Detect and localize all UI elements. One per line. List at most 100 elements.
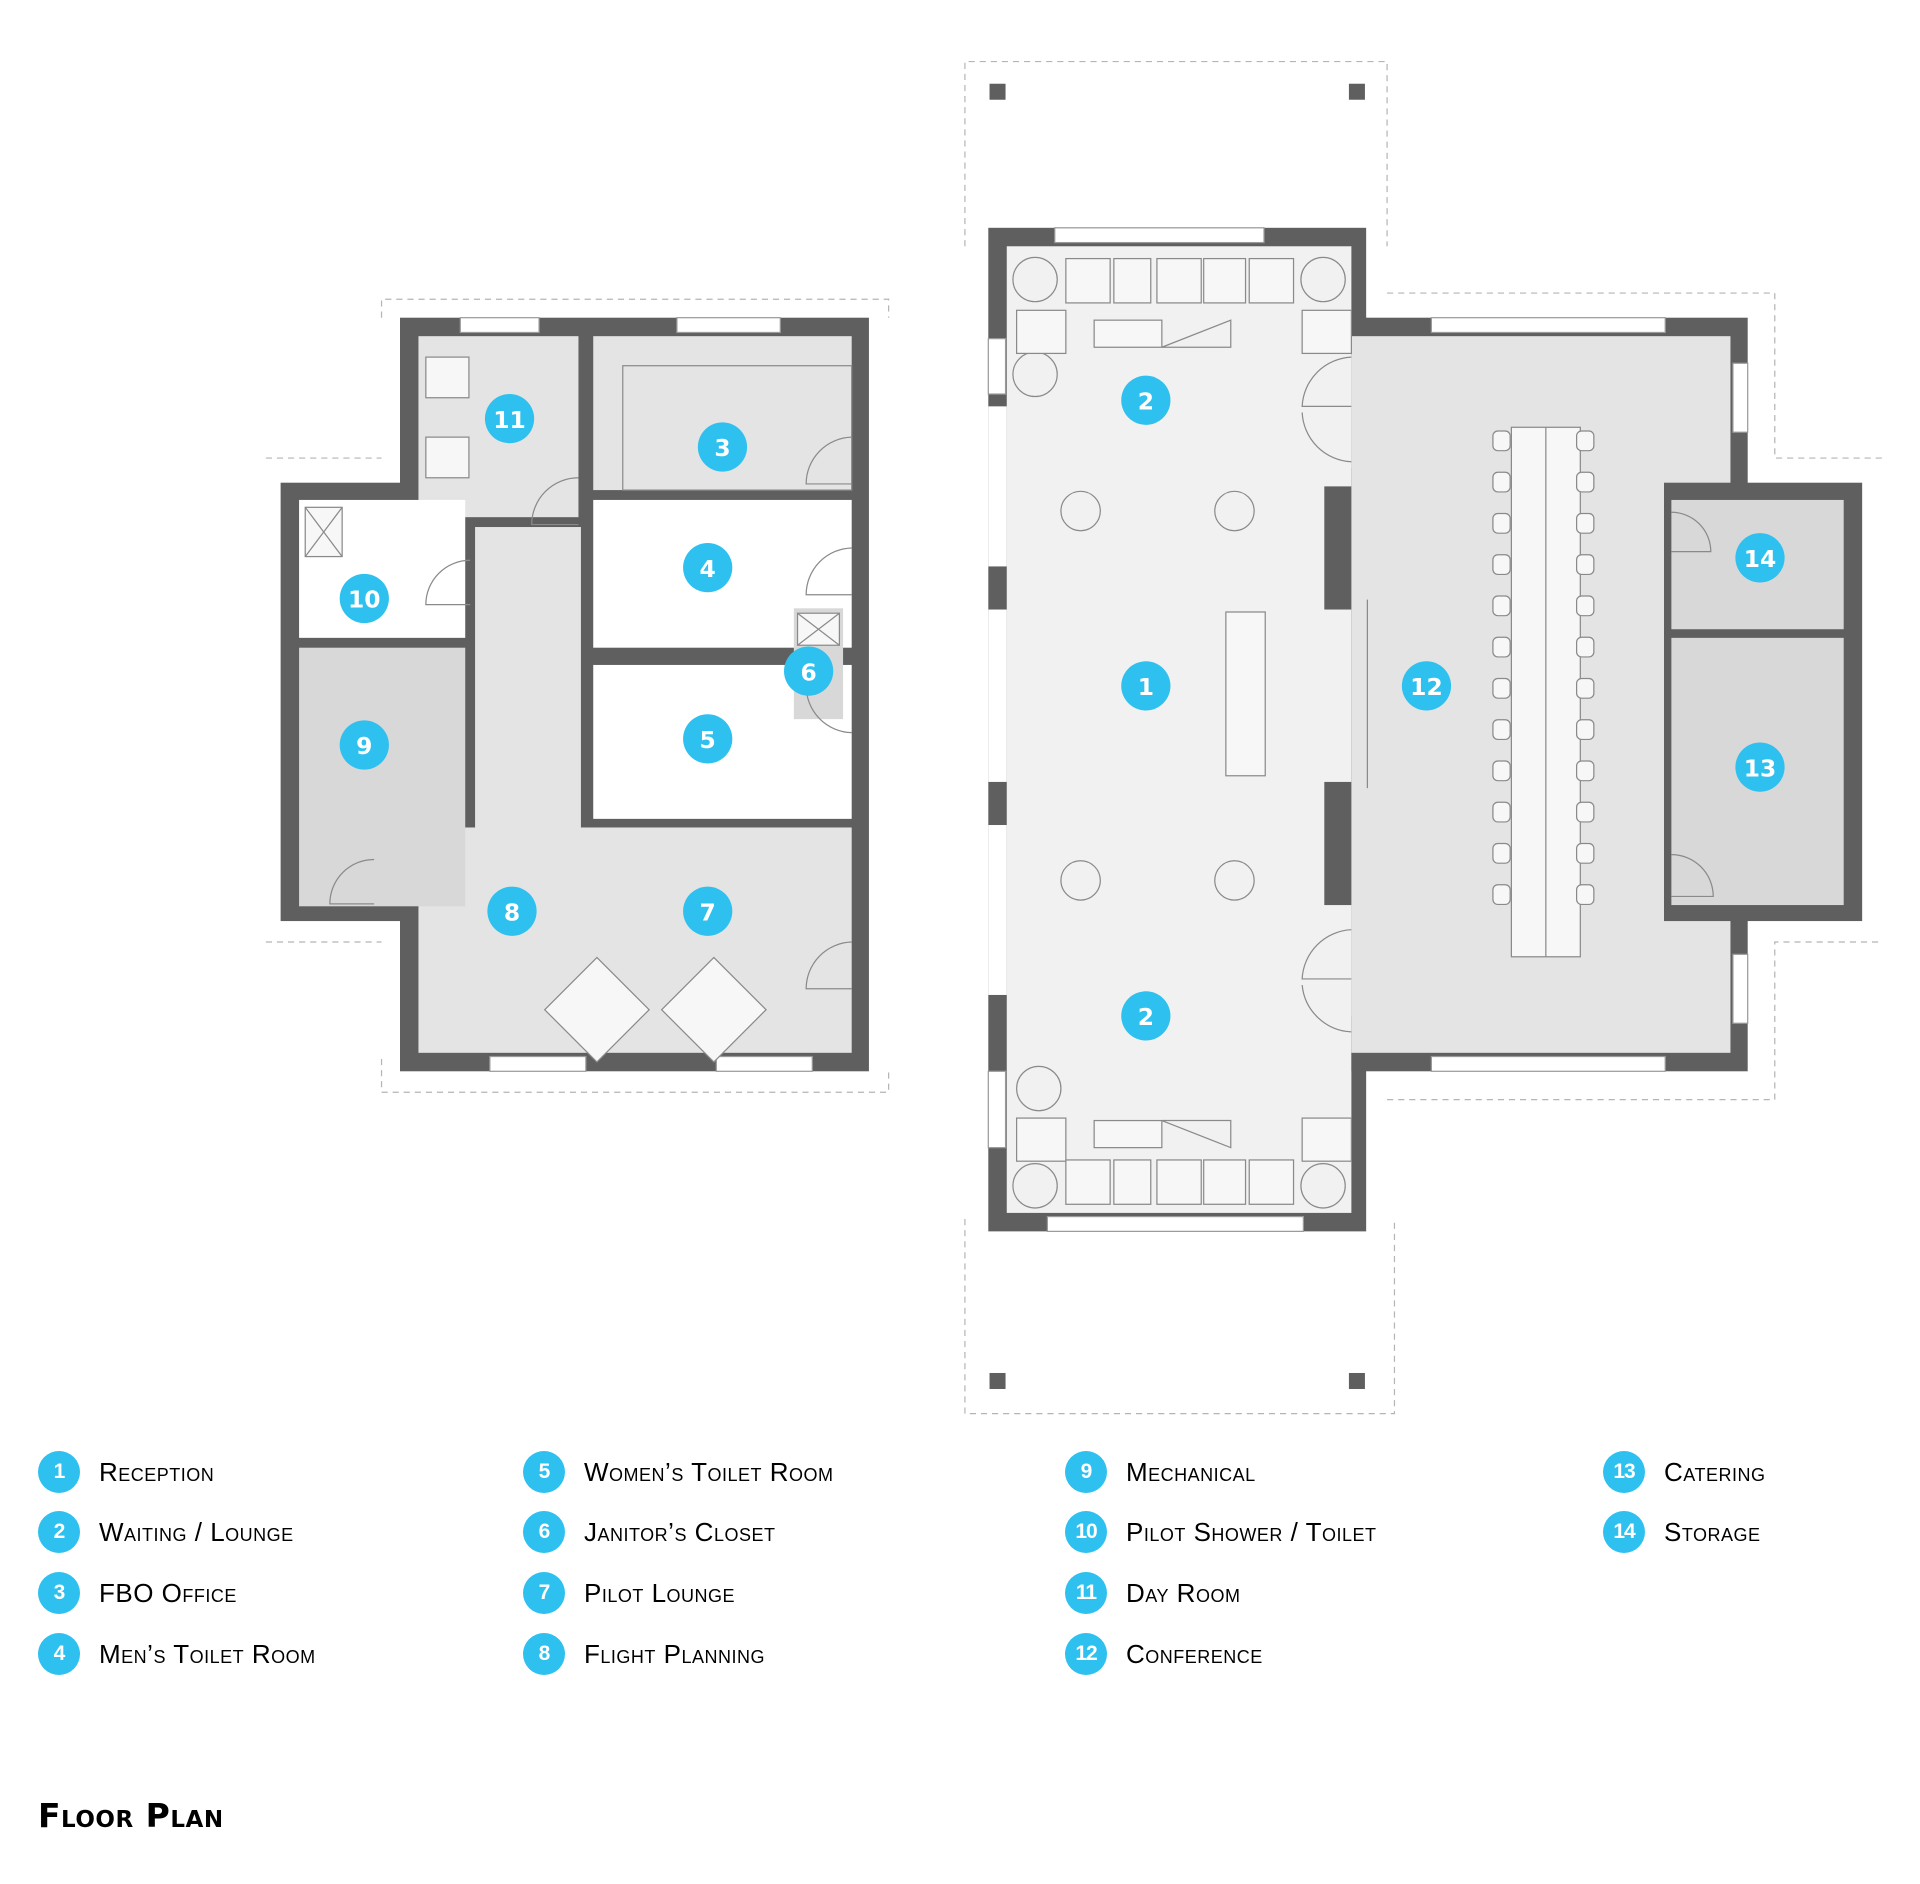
legend-number-badge: 2 — [38, 1511, 80, 1553]
room-badge-8: 8 — [487, 886, 537, 936]
legend-room-name: Waiting / Lounge — [99, 1516, 294, 1547]
legend-item: 2 Waiting / Lounge — [38, 1510, 294, 1554]
lounge-furniture — [543, 256, 1353, 1209]
room-badge-6: 6 — [784, 646, 834, 696]
conference-chair — [1576, 677, 1595, 699]
conference-chair — [1492, 677, 1511, 699]
conference-chair — [1576, 801, 1595, 823]
room-badge-2: 2 — [1121, 375, 1171, 425]
badge-circle — [683, 714, 733, 764]
legend-number-badge: 13 — [1603, 1451, 1645, 1493]
badge-number: 11 — [493, 406, 526, 434]
room-badge-1: 1 — [1121, 661, 1171, 711]
badge-circle — [697, 422, 748, 472]
room-badge-10: 10 — [339, 573, 389, 624]
conference-chair — [1492, 430, 1511, 452]
room-badge-11: 11 — [484, 394, 535, 444]
legend-room-name: Flight Planning — [584, 1638, 765, 1669]
conference-chair — [1576, 512, 1595, 534]
conference-chair — [1576, 595, 1595, 617]
conference-chair — [1576, 760, 1595, 782]
legend-item: 12 Conference — [1065, 1632, 1263, 1676]
legend-number-badge: 12 — [1065, 1633, 1107, 1675]
legend-number-badge: 6 — [523, 1511, 565, 1553]
legend-room-name: Reception — [99, 1456, 215, 1487]
conference-chair — [1576, 884, 1595, 906]
badge-circle — [784, 646, 834, 696]
badge-circle — [1121, 991, 1171, 1041]
badge-circle — [1401, 661, 1452, 711]
badge-number: 12 — [1410, 673, 1443, 701]
badge-circle — [683, 886, 733, 936]
legend-room-name: Storage — [1664, 1516, 1761, 1547]
legend-number-badge: 1 — [38, 1451, 80, 1493]
badge-number: 10 — [348, 586, 381, 614]
conference-chair — [1492, 595, 1511, 617]
legend-room-name: Women’s Toilet Room — [584, 1456, 834, 1487]
badge-circle — [683, 543, 733, 593]
badge-number: 3 — [714, 434, 730, 462]
legend-number-badge: 3 — [38, 1572, 80, 1614]
room-badge-14: 14 — [1735, 533, 1785, 583]
legend-number-badge: 4 — [38, 1633, 80, 1675]
legend-number-badge: 14 — [1603, 1511, 1645, 1553]
legend-number-badge: 7 — [523, 1572, 565, 1614]
legend-number-badge: 5 — [523, 1451, 565, 1493]
conference-chair — [1492, 719, 1511, 741]
drawing-title: Floor Plan — [38, 1796, 224, 1835]
badge-circle — [339, 720, 389, 770]
legend-room-name: FBO Office — [99, 1577, 237, 1608]
conference-chair — [1576, 636, 1595, 658]
conference-chair — [1576, 471, 1595, 493]
badge-number: 8 — [504, 898, 520, 926]
conference-chair — [1492, 554, 1511, 576]
badge-number: 14 — [1744, 545, 1777, 573]
conference-chair — [1492, 842, 1511, 864]
conference-chair — [1492, 636, 1511, 658]
room-badge-7: 7 — [683, 886, 733, 936]
room-badge-13: 13 — [1735, 742, 1785, 792]
badge-number: 4 — [700, 555, 716, 583]
badge-number: 13 — [1744, 754, 1777, 782]
left-wing — [280, 317, 869, 1072]
legend-item: 4 Men’s Toilet Room — [38, 1632, 316, 1676]
legend-room-name: Conference — [1126, 1638, 1263, 1669]
room-badge-3: 3 — [697, 422, 748, 472]
room-badge-5: 5 — [683, 714, 733, 764]
conference-chair — [1492, 801, 1511, 823]
legend-number-badge: 11 — [1065, 1572, 1107, 1614]
conference-chair — [1576, 842, 1595, 864]
legend-room-name: Pilot Lounge — [584, 1577, 736, 1608]
legend-room-name: Catering — [1664, 1456, 1766, 1487]
legend-item: 7 Pilot Lounge — [523, 1571, 735, 1615]
conference-chair — [1576, 554, 1595, 576]
legend-room-name: Men’s Toilet Room — [99, 1638, 316, 1669]
legend-number-badge: 10 — [1065, 1511, 1107, 1553]
room-badge-2: 2 — [1121, 991, 1171, 1041]
badge-circle — [1735, 533, 1785, 583]
legend-room-name: Day Room — [1126, 1577, 1241, 1608]
badge-circle — [339, 573, 389, 624]
conference-chair — [1492, 471, 1511, 493]
central-hall — [987, 227, 1367, 1232]
legend-item: 11 Day Room — [1065, 1571, 1240, 1615]
legend-room-name: Pilot Shower / Toilet — [1126, 1516, 1377, 1547]
conference-chair — [1576, 719, 1595, 741]
badge-number: 5 — [700, 726, 716, 754]
legend-item: 6 Janitor’s Closet — [523, 1510, 775, 1554]
legend-room-name: Janitor’s Closet — [584, 1516, 776, 1547]
badge-number: 6 — [800, 658, 816, 686]
badge-circle — [1735, 742, 1785, 792]
conference-chair — [1492, 760, 1511, 782]
canopy-posts — [989, 83, 1365, 1389]
legend-room-name: Mechanical — [1126, 1456, 1256, 1487]
legend-item: 1 Reception — [38, 1450, 214, 1494]
legend-item: 13 Catering — [1603, 1450, 1765, 1494]
badge-number: 1 — [1138, 673, 1154, 701]
conference-chair — [1492, 512, 1511, 534]
legend-number-badge: 8 — [523, 1633, 565, 1675]
badge-number: 2 — [1138, 1003, 1154, 1031]
